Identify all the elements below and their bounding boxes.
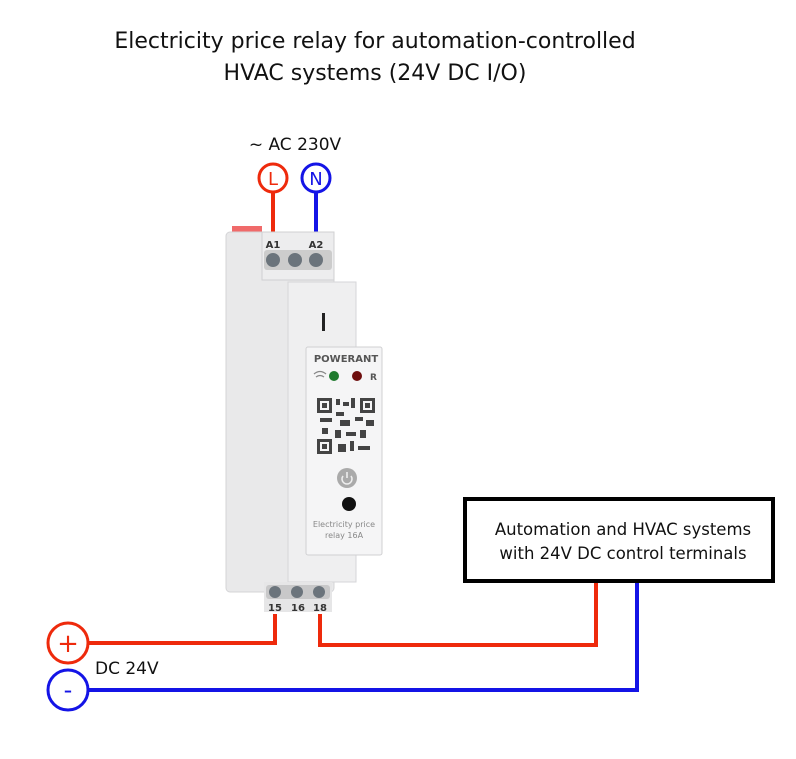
relay-device: POWERANT R Electricity price relay 16A A… [225,226,383,614]
live-terminal-symbol [257,162,289,194]
dc-supply-label: DC 24V [95,659,159,679]
reset-led [352,371,362,381]
reset-button [342,497,356,511]
wifi-led [329,371,339,381]
ac-supply-label: ~ AC 230V [249,135,342,155]
terminal-screw-a1 [266,253,280,267]
brand-label: POWERANT [314,354,379,365]
hvac-box-line-2: with 24V DC control terminals [499,544,746,563]
slot-top [322,313,325,331]
device-top-tab [232,226,262,234]
terminal-screw-18 [313,586,325,598]
dc-positive-wire [88,614,277,645]
switched-output-wire [318,582,598,647]
terminal-label-15: 15 [268,603,282,614]
live-symbol-text: L [268,169,278,190]
wifi-icon [313,370,327,378]
dc-plus-symbol [46,621,90,665]
dc-plus-text: + [57,629,79,659]
title-line-2: HVAC systems (24V DC I/O) [224,61,527,86]
terminal-label-a2: A2 [309,240,324,251]
terminal-screw-15 [269,586,281,598]
product-label-line-1: Electricity price [313,520,375,529]
qr-code [317,398,375,454]
power-icon [341,472,353,485]
neutral-symbol-text: N [309,169,322,190]
title-line-1: Electricity price relay for automation-c… [114,29,635,54]
hvac-system-box [463,497,775,583]
dc-negative-wire [88,582,639,692]
terminal-label-16: 16 [291,603,305,614]
terminal-screw-mid [288,253,302,267]
dc-minus-symbol [46,668,90,712]
product-label-line-2: relay 16A [325,531,364,540]
terminal-screw-16 [291,586,303,598]
terminal-label-18: 18 [313,603,327,614]
reset-label: R [370,373,377,383]
hvac-box-line-1: Automation and HVAC systems [495,520,751,539]
terminal-screw-a2 [309,253,323,267]
terminal-label-a1: A1 [266,240,281,251]
dc-minus-text: - [64,676,73,704]
neutral-terminal-symbol [300,162,332,194]
